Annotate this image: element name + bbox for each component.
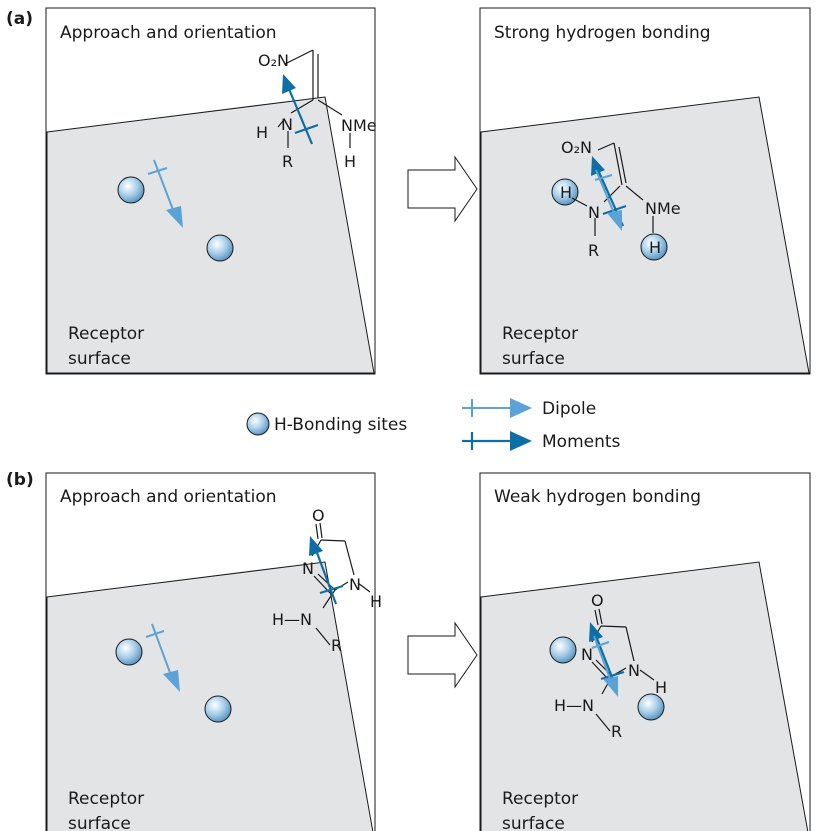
legend-moments-label: Moments <box>542 432 621 452</box>
panel-b-left: Approach and orientation Receptor surfac… <box>45 472 382 831</box>
atom-label: N <box>628 661 640 680</box>
receptor-surface <box>480 96 810 374</box>
atom-label: O <box>312 506 325 525</box>
receptor-surface <box>46 96 375 374</box>
atom-label: R <box>588 241 599 260</box>
atom-label: H <box>256 123 268 142</box>
atom-label: N <box>581 645 593 664</box>
atom-label: R <box>611 722 622 741</box>
atom-label: N <box>281 115 293 134</box>
atom-label: NMe <box>341 116 377 135</box>
legend-site-icon <box>246 412 270 436</box>
panel-a-left: Approach and orientation Receptor surfac… <box>45 7 377 375</box>
legend-sites-label: H-Bonding sites <box>274 415 407 435</box>
legend-dipole-label: Dipole <box>542 399 596 419</box>
legend: H-Bonding sites Dipole Moments <box>246 398 621 452</box>
receptor-label-line2: surface <box>502 814 565 831</box>
panel-title: Strong hydrogen bonding <box>494 23 711 43</box>
molecule-dipole-arrow <box>314 549 338 605</box>
receptor-label-line1: Receptor <box>68 324 144 344</box>
receptor-label-line2: surface <box>68 814 131 831</box>
hbond-site-circle <box>117 176 145 204</box>
atom-label: N <box>349 575 361 594</box>
atom-label: H <box>370 592 382 611</box>
transition-arrow <box>407 155 478 223</box>
receptor-label-line1: Receptor <box>502 789 578 809</box>
atom-label: H—N <box>272 610 312 629</box>
panel-b-right: Weak hydrogen bonding Receptor surface O… <box>479 472 811 831</box>
hbond-site-circle <box>640 233 668 261</box>
atom-label: H <box>344 152 356 171</box>
atom-label: R <box>331 636 342 655</box>
transition-arrow <box>407 621 478 689</box>
atom-label: H <box>655 678 667 697</box>
hbond-site-circle <box>115 638 143 666</box>
atom-label: H <box>649 238 661 257</box>
receptor-surface <box>46 561 374 831</box>
nitro-group-label: O₂N <box>561 138 592 157</box>
hbond-site-circle <box>206 234 234 262</box>
atom-label: O <box>591 591 604 610</box>
part-b-label: (b) <box>6 470 34 490</box>
atom-label: R <box>282 152 293 171</box>
receptor-dipole-arrow <box>153 159 176 216</box>
nitroethenediamine-molecule <box>571 142 654 236</box>
panel-a-right: Strong hydrogen bonding Receptor surface… <box>479 7 811 375</box>
panel-title: Weak hydrogen bonding <box>494 487 701 507</box>
atom-label: H <box>560 183 572 202</box>
receptor-label-line2: surface <box>68 349 131 369</box>
atom-label: N <box>302 559 314 578</box>
atom-label: N <box>588 203 600 222</box>
receptor-label-line1: Receptor <box>68 789 144 809</box>
hbond-site-circle <box>637 693 665 721</box>
panel-title: Approach and orientation <box>60 23 277 43</box>
hbond-site-circle <box>549 636 577 664</box>
nitroethenediamine-molecule <box>277 49 351 148</box>
atom-label: NMe <box>645 199 681 218</box>
part-a-label: (a) <box>6 9 33 29</box>
panel-title: Approach and orientation <box>60 487 277 507</box>
hbond-site-circle <box>551 178 579 206</box>
receptor-dipole-arrow <box>593 635 613 685</box>
receptor-label-line1: Receptor <box>502 324 578 344</box>
hbond-site-circle <box>204 695 232 723</box>
nitro-group-label: O₂N <box>258 51 289 70</box>
receptor-label-line2: surface <box>502 349 565 369</box>
molecule-dipole-arrow <box>287 88 314 145</box>
atom-label: H—N <box>554 696 594 715</box>
